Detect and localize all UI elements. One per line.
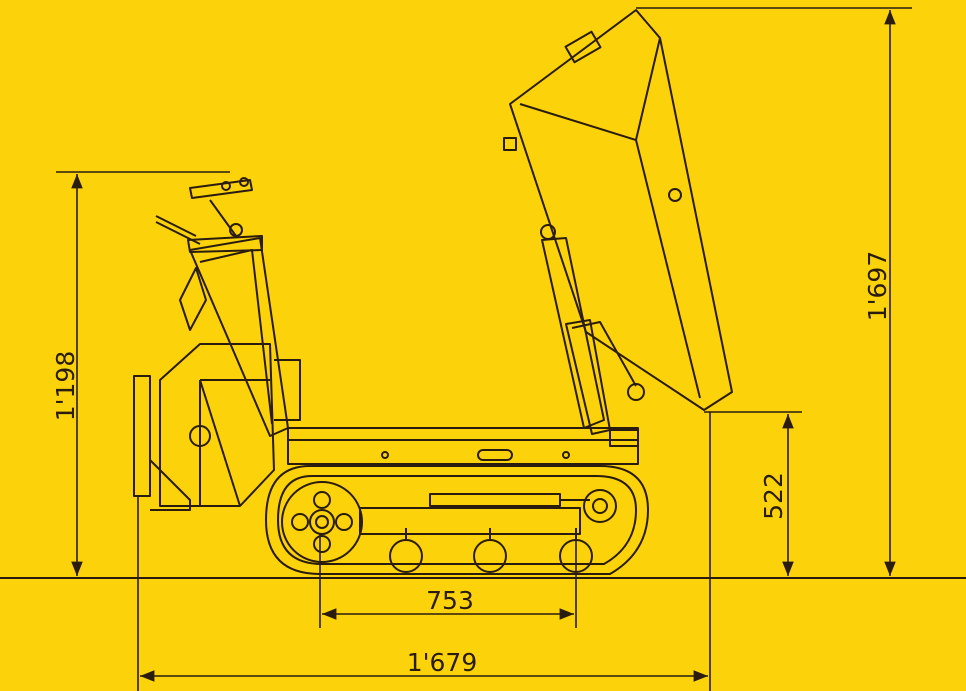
tracked-dumper-illustration [133,9,733,575]
dump-height-label: 522 [759,472,788,520]
wheelbase-label: 753 [426,586,474,615]
tipping-arm [541,237,611,435]
chassis [287,427,639,465]
control-handle [155,177,289,437]
drive-sprocket [281,481,363,563]
handle-height-label: 1'198 [51,351,80,422]
road-roller [389,539,423,573]
road-roller [473,539,507,573]
track-assembly [265,465,649,575]
dimension-lines [56,7,912,691]
dump-bucket [503,9,733,411]
total-height-label: 1'697 [863,251,892,322]
idler-wheel [583,489,617,523]
engine-housing [133,343,301,511]
overall-length-label: 1'679 [407,648,478,677]
